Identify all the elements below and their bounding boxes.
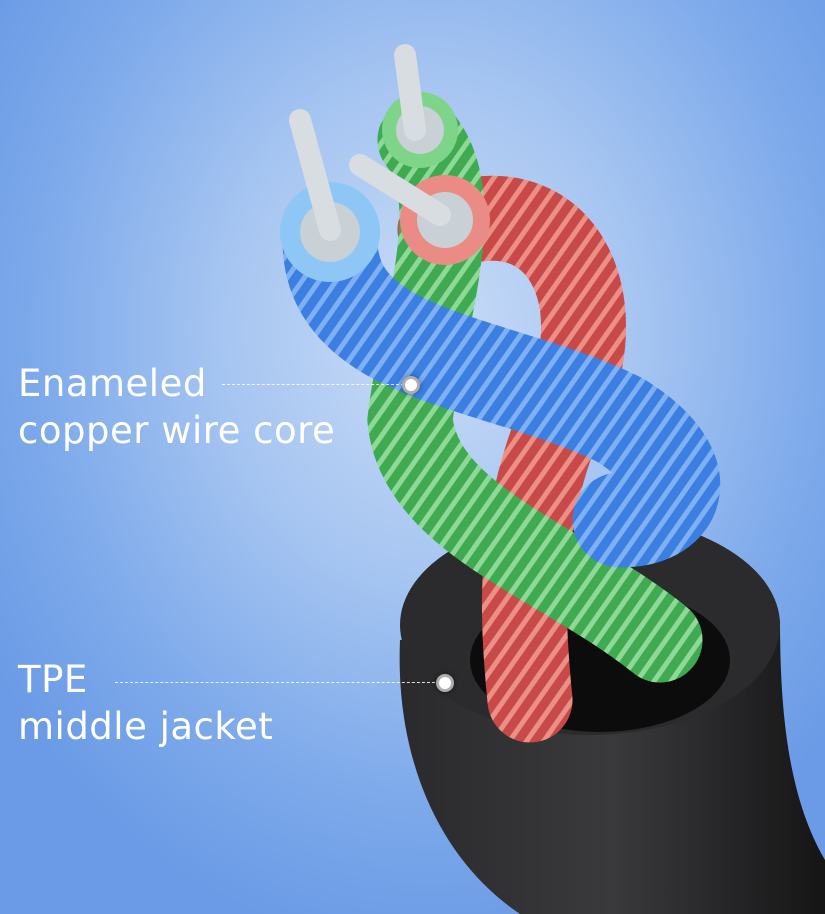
callout-tpe-jacket: TPE middle jacket bbox=[18, 656, 273, 750]
callout-leader-line bbox=[115, 682, 435, 683]
callout-leader-line bbox=[222, 384, 404, 385]
callout-line1: Enameled bbox=[18, 362, 207, 405]
callout-line2: copper wire core bbox=[18, 409, 336, 452]
blue-wire bbox=[282, 192, 720, 568]
callout-line1: TPE bbox=[18, 658, 88, 701]
callout-enameled-copper: Enameled copper wire core bbox=[18, 360, 335, 454]
callout-marker bbox=[402, 376, 420, 394]
bare-strands bbox=[289, 44, 451, 241]
callout-marker bbox=[436, 674, 454, 692]
callout-line2: middle jacket bbox=[18, 705, 274, 748]
